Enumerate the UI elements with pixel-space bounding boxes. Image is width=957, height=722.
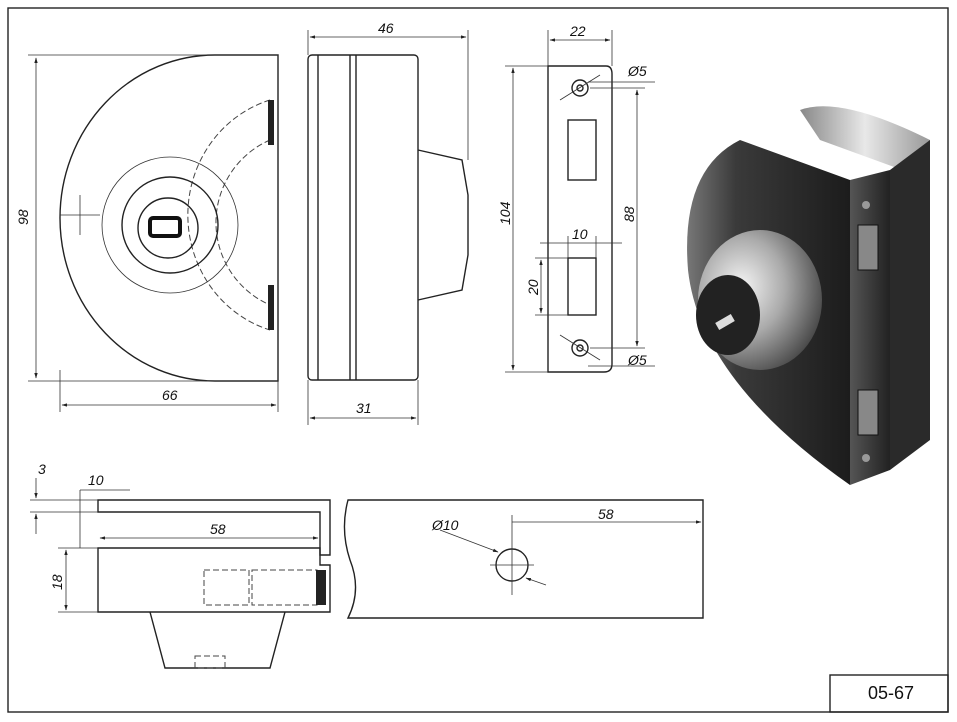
dim-body-height: 18 xyxy=(49,574,65,590)
dim-hole-top: Ø5 xyxy=(627,63,647,79)
dim-plate-length: 104 xyxy=(497,201,513,225)
title-block: 05-67 xyxy=(829,674,949,713)
strike-plate: 22 Ø5 104 88 10 20 Ø5 xyxy=(497,23,655,373)
dim-slot-height: 20 xyxy=(525,279,541,296)
side-view: 46 31 xyxy=(307,20,469,425)
sheet-border xyxy=(7,7,949,713)
dim-clamp-depth: 58 xyxy=(210,521,226,537)
dim-slot-width: 10 xyxy=(572,226,588,242)
drawing-code: 05-67 xyxy=(868,683,914,703)
dim-hole-offset: 58 xyxy=(598,506,614,522)
dim-hole-bottom: Ø5 xyxy=(627,352,647,368)
dim-clamp-lip: 3 xyxy=(38,461,46,477)
dim-plate-width: 22 xyxy=(569,23,586,39)
lock-3d-render xyxy=(687,106,930,485)
dim-glass-gap: 10 xyxy=(88,472,104,488)
dim-hole-spacing: 88 xyxy=(621,206,637,222)
dim-side-body: 31 xyxy=(356,400,372,416)
front-view: 98 66 xyxy=(15,54,279,412)
dim-side-overall: 46 xyxy=(378,20,394,36)
dim-hole-diameter: Ø10 xyxy=(431,517,459,533)
glass-view: 58 Ø10 xyxy=(343,499,704,619)
bottom-view: 3 10 58 18 xyxy=(30,461,331,669)
dim-front-width: 66 xyxy=(162,387,178,403)
dim-front-height: 98 xyxy=(15,209,31,225)
